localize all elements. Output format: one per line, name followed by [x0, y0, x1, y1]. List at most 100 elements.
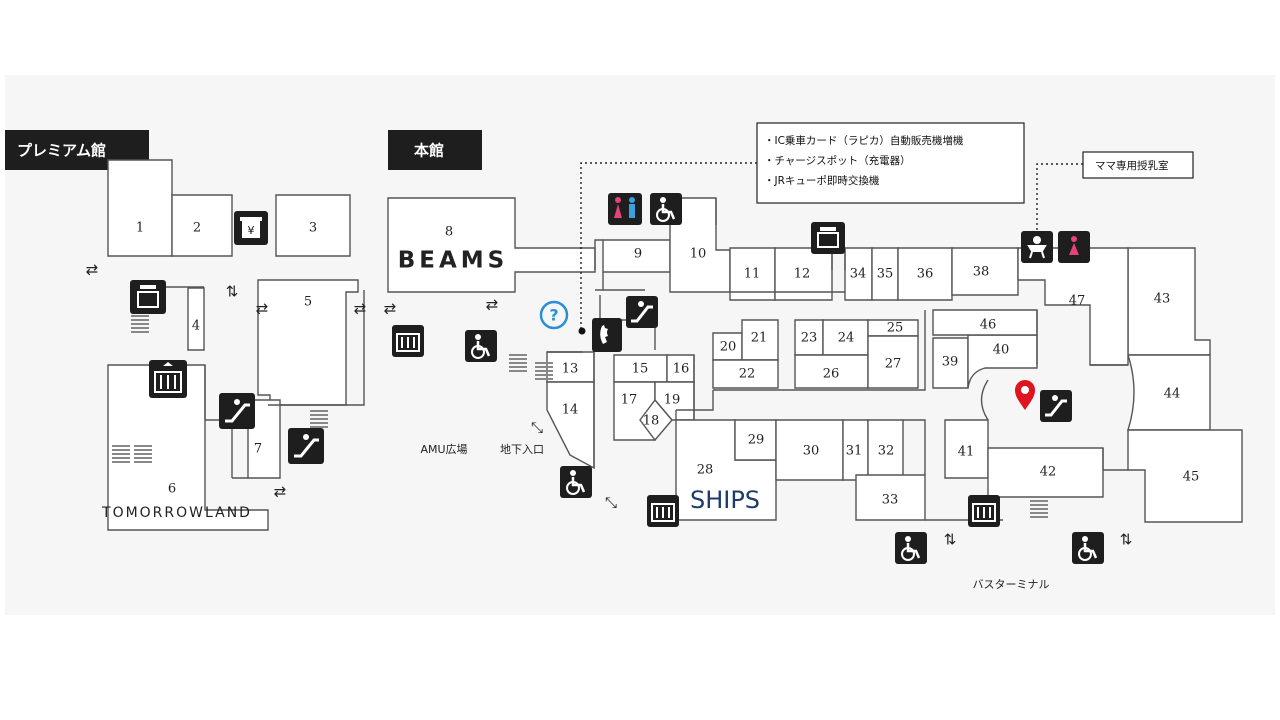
shop-17: 17 — [621, 393, 638, 408]
shop-1: 1 — [136, 221, 144, 236]
shop-9: 9 — [634, 247, 642, 262]
shop-14-outline — [546, 381, 595, 470]
direction-arrow: ⇅ — [1120, 531, 1133, 549]
shop-41: 41 — [958, 445, 975, 460]
direction-arrow: ⇄ — [256, 300, 269, 318]
female-restroom-icon[interactable] — [1058, 231, 1090, 263]
shop-16: 16 — [673, 362, 690, 377]
info-box-dot — [578, 327, 586, 335]
shop-13: 13 — [562, 362, 579, 377]
shop-35: 35 — [877, 267, 894, 282]
direction-arrow: ⇅ — [226, 283, 239, 301]
direction-arrow: ⤡ — [531, 419, 543, 437]
shop-8: 8 — [445, 225, 453, 240]
escalator-icon[interactable] — [219, 393, 255, 429]
shop-30: 30 — [803, 444, 820, 459]
shop-20: 20 — [720, 340, 737, 355]
shop-22-outline — [712, 359, 779, 389]
bus-terminal-label: バスターミナル — [973, 578, 1050, 591]
brand-tomorrowland: TOMORROWLAND — [101, 505, 252, 521]
direction-arrow: ⤡ — [605, 494, 617, 512]
restroom-icon[interactable] — [608, 193, 642, 225]
shop-24: 24 — [838, 331, 855, 346]
shop-33: 33 — [882, 493, 899, 508]
elevator-icon[interactable] — [392, 325, 424, 357]
shop-36: 36 — [917, 267, 934, 282]
info-box: ・IC乗車カード（ラピカ）自動販売機増機 ・チャージスポット（充電器） ・JRキ… — [756, 122, 1025, 204]
svg-text:プレミアム館: プレミアム館 — [17, 142, 106, 160]
escalator-icon[interactable] — [288, 428, 324, 464]
shop-1-outline — [107, 159, 173, 257]
location-pin-icon[interactable] — [1015, 380, 1035, 410]
baby-icon[interactable] — [1021, 231, 1053, 263]
info-icon[interactable]: ? — [539, 300, 569, 330]
amu-plaza-label: AMU広場 — [420, 443, 467, 456]
shop-21: 21 — [751, 331, 768, 346]
shop-32: 32 — [878, 444, 895, 459]
shop-34: 34 — [850, 267, 867, 282]
locker-icon[interactable] — [811, 222, 845, 254]
shop-12: 12 — [794, 267, 811, 282]
shop-3-outline — [275, 194, 351, 257]
direction-arrow: ⇄ — [86, 261, 99, 279]
elevator-icon[interactable] — [968, 495, 1000, 527]
shop-4-outline — [187, 287, 205, 351]
info-item-ic-card: ・IC乗車カード（ラピカ）自動販売機増機 — [764, 134, 964, 147]
shop-10: 10 — [690, 247, 707, 262]
shop-44: 44 — [1164, 387, 1181, 402]
shop-18: 18 — [643, 414, 660, 429]
shop-7-outline — [247, 399, 281, 479]
shop-numbers: 1 2 3 4 5 6 7 8 9 10 11 12 13 14 15 16 1… — [136, 221, 1199, 508]
shop-7: 7 — [254, 442, 262, 457]
shop-28: 28 — [697, 463, 714, 478]
shop-40: 40 — [993, 343, 1010, 358]
escalator-icon[interactable] — [1040, 390, 1072, 422]
shop-29: 29 — [748, 433, 765, 448]
shop-15: 15 — [632, 362, 649, 377]
shop-25: 25 — [887, 321, 904, 336]
shop-45: 45 — [1183, 470, 1200, 485]
shop-27-outline — [867, 335, 919, 389]
svg-text:本館: 本館 — [414, 142, 444, 160]
shop-2: 2 — [193, 221, 201, 236]
wheelchair-icon[interactable] — [1072, 532, 1104, 564]
locker-icon[interactable] — [130, 280, 166, 314]
main-building-tag: 本館 — [388, 130, 482, 170]
shop-5: 5 — [304, 295, 312, 310]
shop-38-outline — [951, 247, 1019, 296]
shop-2-outline — [171, 194, 233, 257]
direction-arrow: ⇅ — [944, 531, 957, 549]
wheelchair-icon[interactable] — [560, 466, 592, 498]
phone-icon[interactable] — [592, 318, 622, 352]
nursing-room-leader — [1036, 163, 1083, 230]
nursing-room-box: ママ専用授乳室 — [1082, 151, 1194, 179]
brand-ships: SHIPS — [690, 486, 760, 514]
brand-beams: BEAMS — [398, 248, 509, 274]
shop-8-outline — [387, 197, 596, 293]
wheelchair-icon[interactable] — [650, 193, 682, 225]
elevator-icon[interactable] — [647, 495, 679, 527]
shop-11: 11 — [744, 267, 761, 282]
direction-arrow: ⇄ — [274, 483, 287, 501]
elevator-icon[interactable] — [149, 360, 187, 398]
escalator-icon[interactable] — [626, 296, 658, 328]
premium-building-shops — [107, 159, 365, 531]
shop-39: 39 — [942, 355, 959, 370]
info-item-jr-kyupo: ・JRキューポ即時交換機 — [764, 174, 880, 187]
direction-arrow: ⇄ — [486, 296, 499, 314]
shop-42: 42 — [1040, 465, 1057, 480]
shop-27: 27 — [885, 357, 902, 372]
wheelchair-icon[interactable] — [465, 330, 497, 362]
shop-47: 47 — [1069, 294, 1086, 309]
nursing-room-label: ママ専用授乳室 — [1095, 159, 1169, 172]
shop-43: 43 — [1154, 292, 1171, 307]
wheelchair-icon[interactable] — [895, 532, 927, 564]
shop-22: 22 — [739, 367, 756, 382]
shop-36-outline — [897, 247, 953, 301]
shop-6: 6 — [168, 482, 176, 497]
info-item-charge-spot: ・チャージスポット（充電器） — [764, 154, 911, 167]
atm-icon[interactable]: ¥ — [234, 211, 268, 245]
shop-3: 3 — [309, 221, 317, 236]
shop-42-outline — [987, 447, 1104, 498]
svg-text:¥: ¥ — [248, 224, 255, 237]
